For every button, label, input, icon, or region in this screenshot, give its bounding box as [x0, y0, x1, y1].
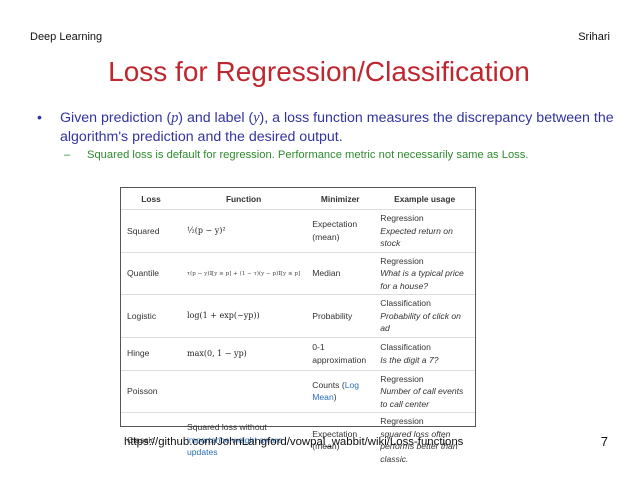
cell-function: τ(p − y)𝕀[y ≥ p] + (1 − τ)(y − p)𝕀[y ≤ p…	[181, 251, 307, 295]
header-example-usage: Example usage	[394, 193, 456, 204]
page-number: 7	[600, 434, 608, 449]
var-y: y	[253, 110, 260, 126]
bullet-sub-text: Squared loss is default for regression. …	[87, 149, 529, 161]
cell-minimizer: Counts (Log Mean)	[306, 369, 375, 413]
usage-example: squared loss often performs better than …	[380, 428, 458, 464]
table-header-row: Loss Function Minimizer Example usage	[121, 188, 475, 210]
bullet-text-part: ), a loss function measures the discrepa…	[60, 110, 614, 145]
sub-bullet-marker: –	[64, 149, 71, 161]
bullet-text-part: ) and label (	[178, 110, 254, 126]
cell-minimizer: Expectation (mean)	[306, 412, 375, 467]
usage-title: Regression	[380, 213, 424, 223]
cell-function: ½(p − y)²	[181, 209, 307, 252]
cell-loss: Logistic	[121, 294, 181, 337]
usage-title: Regression	[380, 373, 424, 384]
cell-minimizer: Probability	[306, 294, 375, 337]
table-row: Logistic log(1 + exp(−yp)) Probability C…	[121, 294, 475, 337]
loss-functions-table: Loss Function Minimizer Example usage Sq…	[120, 187, 476, 467]
cell-function	[181, 369, 307, 413]
cell-minimizer: 0-1 approximation	[306, 336, 375, 370]
usage-example: Probability of click on ad	[380, 310, 461, 334]
slide-title: Loss for Regression/Classification	[108, 56, 530, 87]
bullet-text-part: Given prediction (	[60, 110, 172, 126]
cell-usage: Classification Is the digit a 7?	[374, 336, 475, 370]
usage-example: Number of call events to call center	[380, 386, 464, 409]
source-url: https://github.com/JohnLangford/vowpal_w…	[124, 436, 464, 448]
header-author-label: Srihari	[578, 31, 610, 43]
math-formula: ½(p − y)²	[187, 226, 226, 235]
usage-example: What is a typical price for a house?	[380, 268, 464, 291]
header-minimizer: Minimizer	[320, 193, 360, 204]
table-row: Hinge max(0, 1 − yp) 0-1 approximation C…	[121, 336, 475, 370]
cell-loss: Classic	[121, 412, 181, 467]
importance-weight-link[interactable]: importance weight aware updates	[187, 434, 283, 458]
function-text: Squared loss without	[187, 422, 267, 433]
header-course-label: Deep Learning	[30, 31, 103, 43]
usage-title: Regression	[380, 255, 424, 266]
usage-title: Regression	[380, 416, 424, 426]
bullet-marker: •	[37, 110, 42, 126]
table-row: Squared ½(p − y)² Expectation (mean) Reg…	[121, 209, 475, 252]
minimizer-text: Counts (	[312, 379, 345, 390]
bullet-main-text: Given prediction (p) and label (y), a lo…	[60, 109, 616, 147]
header-loss: Loss	[141, 193, 161, 204]
cell-function: log(1 + exp(−yp))	[181, 294, 307, 337]
log-mean-link[interactable]: Log Mean	[312, 379, 360, 403]
cell-loss: Hinge	[121, 336, 181, 370]
cell-usage: Regression squared loss often performs be…	[374, 412, 475, 467]
cell-minimizer: Median	[306, 251, 375, 295]
math-formula: max(0, 1 − yp)	[187, 348, 247, 358]
minimizer-text: )	[333, 392, 337, 403]
math-formula: log(1 + exp(−yp))	[187, 311, 260, 320]
cell-minimizer: Expectation (mean)	[306, 209, 375, 252]
cell-loss: Poisson	[121, 369, 181, 413]
cell-loss: Squared	[121, 209, 181, 252]
usage-example: Is the digit a 7?	[380, 354, 439, 365]
math-formula: τ(p − y)𝕀[y ≥ p] + (1 − τ)(y − p)𝕀[y ≤ p…	[187, 271, 301, 277]
cell-loss: Quantile	[121, 251, 181, 295]
usage-title: Classification	[380, 298, 431, 308]
cell-function: max(0, 1 − yp)	[181, 336, 307, 370]
var-p: p	[171, 110, 179, 126]
usage-title: Classification	[380, 342, 431, 352]
usage-example: Expected return on stock	[380, 225, 453, 249]
table-row: Quantile τ(p − y)𝕀[y ≥ p] + (1 − τ)(y − …	[121, 251, 475, 295]
loss-table: Loss Function Minimizer Example usage Sq…	[121, 188, 475, 467]
header-function: Function	[225, 193, 262, 204]
